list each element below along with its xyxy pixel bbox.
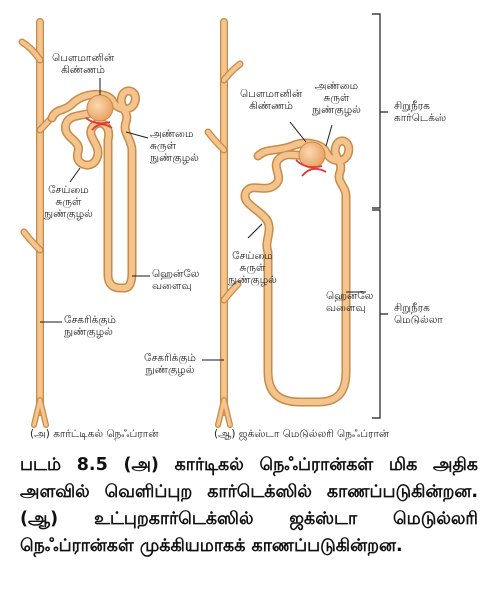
leaders-a	[40, 78, 150, 323]
label-line: நுண்குழல்	[145, 364, 195, 376]
henle-loop-label-a: ஹென்லே வளைவு	[152, 268, 199, 292]
label-line: சுருள்	[323, 92, 350, 104]
label-line: பௌமானின்	[52, 52, 115, 64]
label-line: வளைவு	[152, 280, 192, 292]
glomerulus-label-a: பௌமானின் கிண்ணம்	[52, 52, 114, 76]
label-line: கிண்ணம்	[61, 64, 105, 76]
tubule-b	[240, 136, 354, 407]
label-line: சேய்மை	[232, 250, 273, 262]
label-line: சிறுநீரக	[394, 100, 430, 112]
subcaption-a: (அ) கார்ட்டிகல் நெஃப்ரான்	[30, 428, 159, 440]
cortex-region-label: சிறுநீரக கார்டெக்ஸ்	[394, 100, 446, 124]
glomerulus-b	[295, 141, 327, 177]
label-line: சேகரிக்கும்	[144, 352, 196, 364]
region-brackets	[372, 13, 388, 419]
distal-tubule-label-a: அண்மை சுருள் நுண்குழல்	[150, 128, 199, 164]
nephron-figure: பௌமானின் கிண்ணம் அண்மை சுருள் நுண்குழல் …	[18, 13, 446, 440]
glomerulus-label-b: பௌமானின் கிண்ணம்	[240, 88, 302, 112]
label-line: பௌமானின்	[240, 88, 303, 100]
label-line: ஹென்லே	[326, 290, 374, 302]
proximal-tubule-label-a: சேய்மை சுருள் நுண்குழல்	[44, 184, 93, 220]
label-line: நுண்குழல்	[228, 274, 277, 286]
label-line: வளைவு	[326, 302, 366, 314]
label-line: சிறுநீரக	[394, 302, 430, 314]
label-line: மெடுல்லா	[394, 314, 443, 326]
collecting-duct-label-a: சேகரிக்கும் நுண்குழல்	[64, 314, 116, 338]
cortical-nephron	[18, 18, 150, 428]
label-line: ஹென்லே	[152, 268, 200, 280]
label-line: நுண்குழல்	[44, 208, 93, 220]
distal-tubule-label-b: அண்மை சுருள் நுண்குழல்	[312, 80, 361, 116]
label-line: அண்மை	[150, 128, 194, 140]
subcaption-b: (ஆ) ஜக்ஸ்டா மெடுல்லரி நெஃப்ரான்	[214, 428, 390, 440]
leaders-b	[202, 121, 366, 361]
label-line: சேய்மை	[48, 184, 89, 196]
label-line: நுண்குழல்	[150, 152, 199, 164]
collecting-duct-b	[204, 18, 244, 428]
label-line: கிண்ணம்	[249, 100, 293, 112]
collecting-duct-label-b: சேகரிக்கும் நுண்குழல்	[144, 352, 196, 376]
label-line: சுருள்	[239, 262, 266, 274]
label-line: சுருள்	[55, 196, 82, 208]
label-line: கார்டெக்ஸ்	[394, 112, 447, 124]
medulla-region-label: சிறுநீரக மெடுல்லா	[394, 302, 443, 326]
nephron-diagram	[18, 13, 388, 428]
label-line: சுருள்	[150, 140, 177, 152]
label-line: நுண்குழல்	[64, 326, 113, 338]
henle-loop-label-b: ஹென்லே வளைவு	[326, 290, 373, 314]
figure-caption: படம் 8.5 (அ) கார்டிகல் நெஃப்ரான்கள் மிக …	[20, 455, 478, 556]
label-line: நுண்குழல்	[312, 104, 361, 116]
label-line: சேகரிக்கும்	[64, 314, 116, 326]
collecting-duct-a	[18, 18, 62, 428]
label-line: அண்மை	[314, 80, 359, 92]
proximal-tubule-label-b: சேய்மை சுருள் நுண்குழல்	[228, 250, 277, 286]
tubule-a	[47, 86, 140, 293]
juxtamedullary-nephron	[202, 13, 388, 428]
